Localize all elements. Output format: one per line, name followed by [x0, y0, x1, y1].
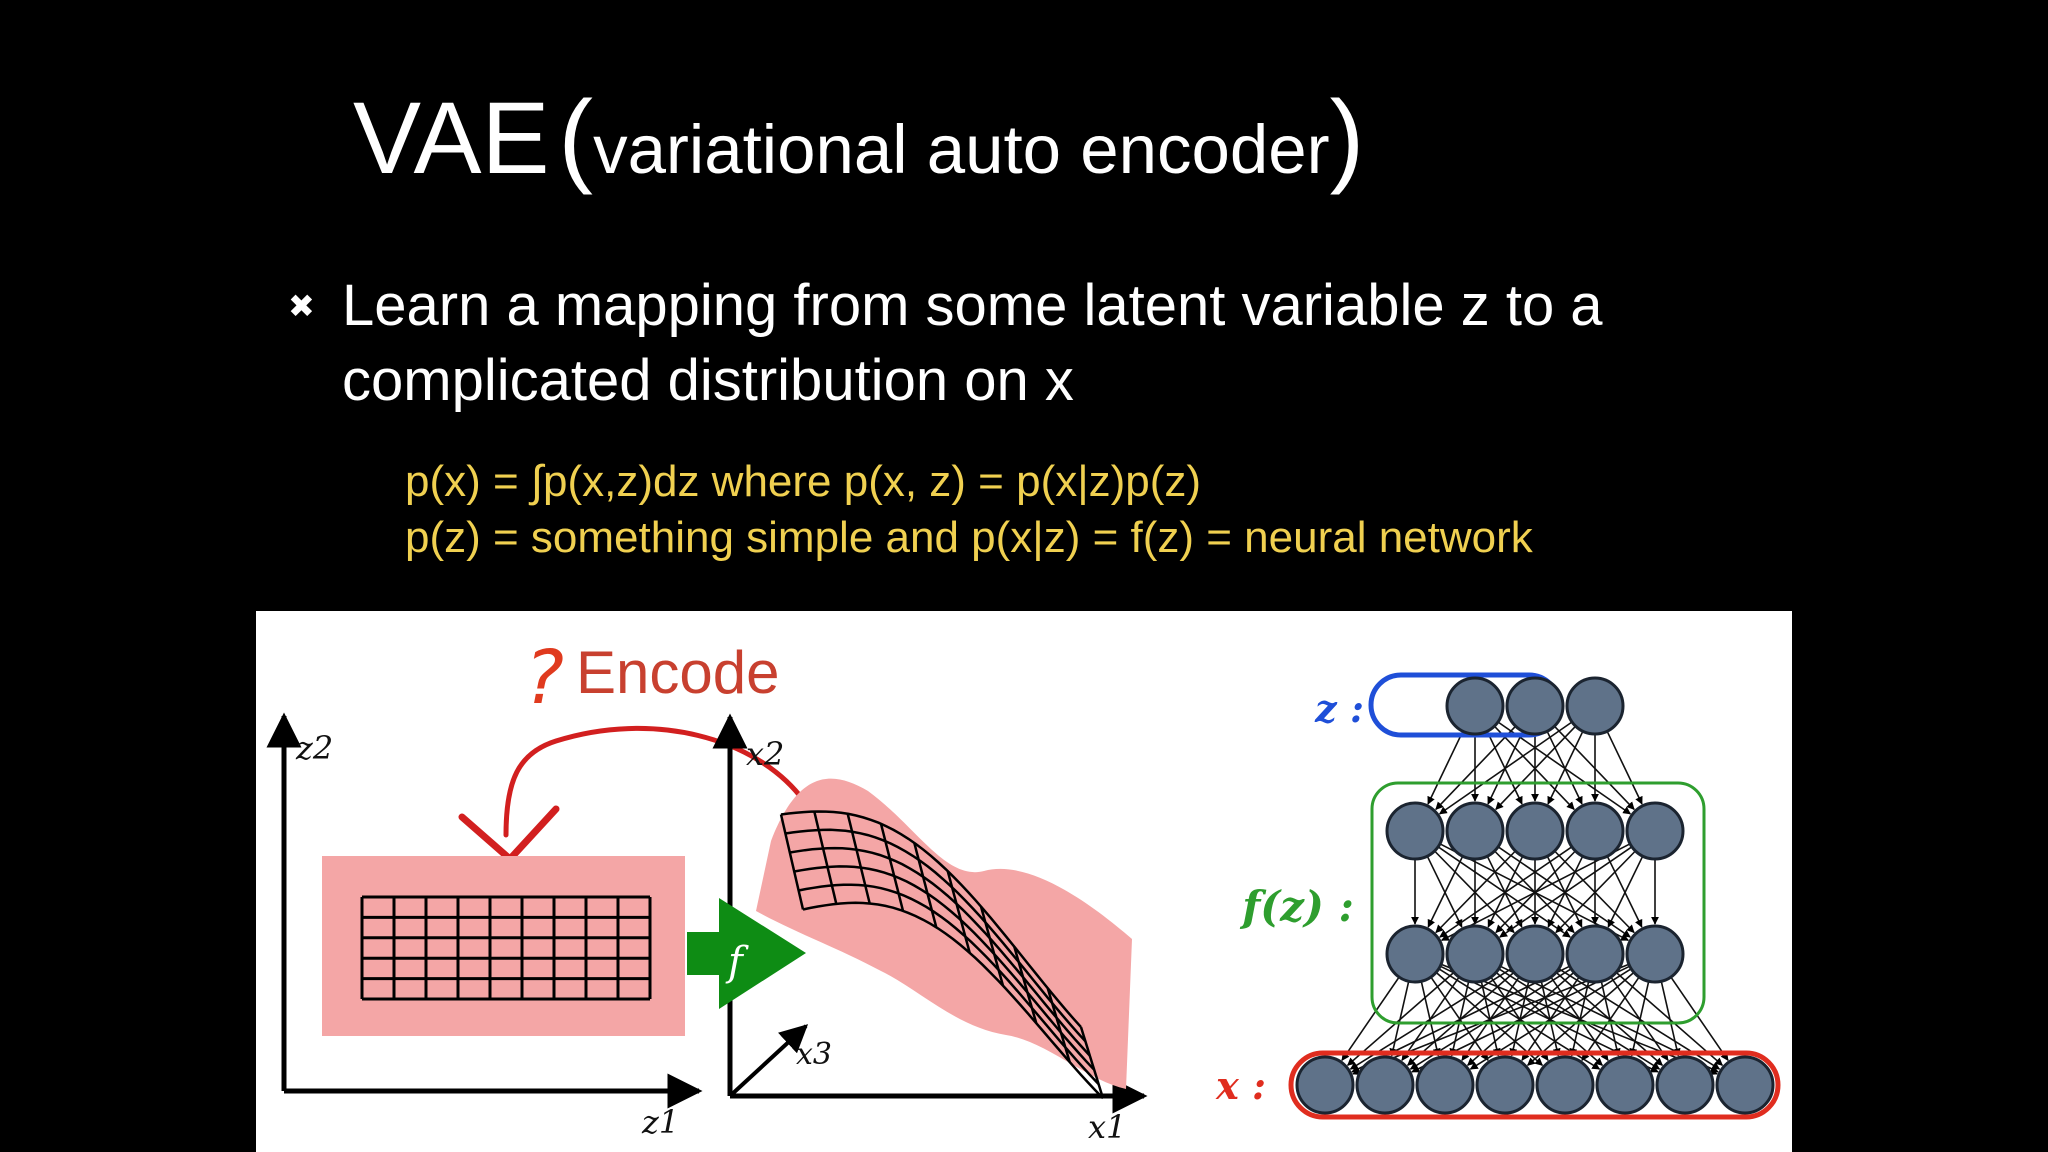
network-node	[1475, 1055, 1535, 1115]
manifold-grid-line	[802, 901, 1104, 1100]
right-depth-axis-label: x3	[796, 1037, 832, 1072]
question-mark: ?	[525, 635, 564, 721]
formula-line-2: p(z) = something simple and p(x|z) = f(z…	[405, 513, 1533, 562]
network-edge	[1346, 971, 1455, 1066]
x-layer-label: x :	[1215, 1063, 1266, 1108]
network-node	[1385, 801, 1445, 861]
title-subtitle: variational auto encoder	[593, 111, 1330, 188]
network-node	[1505, 676, 1565, 736]
title-main: VAE	[353, 81, 550, 195]
network-edge	[1426, 855, 1463, 928]
manifold-grid-line	[793, 865, 1096, 1071]
network-edge	[1486, 730, 1523, 805]
network-node	[1445, 924, 1505, 984]
network-node	[1445, 676, 1505, 736]
network-edge	[1341, 976, 1400, 1061]
bullet-marker-icon: ✖	[288, 288, 315, 324]
network-node	[1565, 924, 1625, 984]
right-depth-axis	[728, 1024, 809, 1098]
network-node	[1625, 924, 1685, 984]
left-y-axis-label: z2	[295, 729, 333, 767]
network-edge	[1439, 846, 1573, 938]
network-edge	[1427, 730, 1464, 805]
network-edge	[1547, 730, 1584, 805]
x-layer-box	[1288, 1050, 1781, 1120]
network-edge	[1670, 976, 1729, 1061]
network-edge	[1435, 725, 1517, 810]
latent-grid	[360, 895, 652, 1001]
manifold-grid-line	[798, 883, 1100, 1085]
network-edge	[1555, 850, 1636, 934]
latent-region	[322, 856, 685, 1036]
network-node	[1355, 1055, 1415, 1115]
network-edge	[1438, 721, 1573, 815]
network-edge	[1486, 855, 1523, 928]
network-edge	[1352, 963, 1630, 1075]
right-y-axis-label: x2	[746, 735, 784, 773]
f-layer-label: f(z) :	[1239, 882, 1354, 931]
network-edge	[1546, 855, 1583, 928]
vae-diagram: Encode ? z2 z1 x2 x1 x3 f z : f(z) :	[266, 635, 1781, 1146]
manifold-grid-line	[913, 842, 938, 928]
network-edge	[1435, 850, 1516, 934]
network-node	[1715, 1055, 1775, 1115]
network-node	[1295, 1055, 1355, 1115]
network-edge	[1526, 971, 1635, 1066]
network-edge	[1427, 855, 1464, 928]
encode-curve-arrow	[503, 725, 807, 838]
network-node	[1565, 801, 1625, 861]
network-edge	[1546, 730, 1583, 805]
network-node	[1565, 676, 1625, 736]
network-node	[1625, 801, 1685, 861]
f-layer-box	[1370, 781, 1706, 1025]
network-node	[1535, 1055, 1595, 1115]
bullet-text: Learn a mapping from some latent variabl…	[342, 273, 1603, 413]
title-close-paren: )	[1329, 80, 1365, 196]
network-edges	[1341, 721, 1729, 1075]
network-edge	[1495, 725, 1577, 810]
manifold-grid-line	[846, 813, 871, 904]
slide-title: VAE (variational auto encoder)	[353, 86, 1364, 190]
formula-block: p(x) = ∫p(x,z)dz where p(x, z) = p(x|z)p…	[405, 454, 1533, 566]
network-edge	[1581, 976, 1640, 1061]
network-node	[1505, 801, 1565, 861]
title-open-paren: (	[558, 80, 594, 196]
network-node	[1385, 924, 1445, 984]
network-node	[1505, 924, 1565, 984]
manifold-grid	[779, 810, 1105, 1100]
network-nodes	[1295, 676, 1775, 1115]
manifold-grid-line	[789, 846, 1091, 1057]
manifold-grid-line	[879, 823, 905, 912]
formula-line-1: p(x) = ∫p(x,z)dz where p(x, z) = p(x|z)p…	[405, 457, 1202, 506]
z-layer-label: z :	[1314, 686, 1364, 731]
vae-figure: Encode ? z2 z1 x2 x1 x3 f z : f(z) :	[256, 611, 1792, 1152]
manifold-grid-line	[785, 828, 1087, 1043]
network-edge	[1660, 981, 1681, 1057]
network-node	[1655, 1055, 1715, 1115]
right-x-axis-label: x1	[1088, 1108, 1126, 1146]
network-node	[1445, 801, 1505, 861]
left-x-axis-label: z1	[641, 1103, 679, 1141]
manifold-grid-line	[946, 870, 971, 954]
network-edge	[1606, 730, 1643, 805]
manifold-grid-line	[813, 811, 838, 905]
network-edge	[1606, 855, 1643, 928]
network-node	[1595, 1055, 1655, 1115]
f-mapping-arrow	[687, 898, 806, 1009]
manifold-grid-line	[780, 810, 1082, 1028]
network-edge	[1499, 846, 1633, 938]
network-edge	[1629, 981, 1650, 1057]
encode-label: Encode	[576, 639, 780, 706]
network-edge	[1607, 855, 1644, 928]
network-node	[1415, 1055, 1475, 1115]
manifold-grid-line	[779, 814, 805, 910]
